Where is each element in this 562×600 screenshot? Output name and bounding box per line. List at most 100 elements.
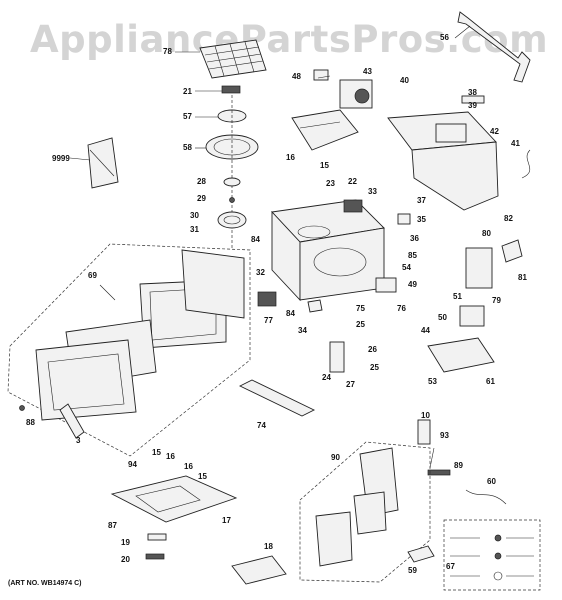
callout-78: 78 xyxy=(163,47,172,56)
callout-30: 30 xyxy=(190,211,199,220)
callout-16: 16 xyxy=(286,153,295,162)
callout-25: 25 xyxy=(356,320,365,329)
callout-16b: 16 xyxy=(166,452,175,461)
callout-33: 33 xyxy=(368,187,377,196)
callout-48: 48 xyxy=(292,72,301,81)
part-18-filter[interactable] xyxy=(231,555,287,585)
callout-90: 90 xyxy=(331,453,340,462)
part-77[interactable] xyxy=(257,291,277,307)
callout-10: 10 xyxy=(421,411,430,420)
part-9999-manual[interactable] xyxy=(87,137,119,189)
callout-15: 15 xyxy=(320,161,329,170)
callout-56: 56 xyxy=(440,33,449,42)
part-51[interactable] xyxy=(459,305,485,327)
callout-84: 84 xyxy=(251,235,260,244)
part-19[interactable] xyxy=(147,533,167,541)
part-20[interactable] xyxy=(145,553,165,560)
part-38[interactable] xyxy=(461,95,485,104)
part-motor-housing[interactable] xyxy=(291,109,359,151)
callout-74: 74 xyxy=(257,421,266,430)
callout-16c: 16 xyxy=(184,462,193,471)
watermark: AppliancePartsPros.com xyxy=(30,18,549,61)
callout-49: 49 xyxy=(408,280,417,289)
callout-67: 67 xyxy=(446,562,455,571)
part-34[interactable] xyxy=(307,299,323,313)
part-79-interlock[interactable] xyxy=(465,247,493,289)
callout-24: 24 xyxy=(322,373,331,382)
part-49[interactable] xyxy=(375,277,397,293)
callout-43: 43 xyxy=(363,67,372,76)
callout-87: 87 xyxy=(108,521,117,530)
callout-34: 34 xyxy=(298,326,307,335)
part-3-handle[interactable] xyxy=(59,403,85,439)
callout-80: 80 xyxy=(482,229,491,238)
callout-60: 60 xyxy=(487,477,496,486)
callout-26: 26 xyxy=(368,345,377,354)
callout-15c: 15 xyxy=(198,472,207,481)
callout-79: 79 xyxy=(492,296,501,305)
callout-58: 58 xyxy=(183,143,192,152)
callout-36: 36 xyxy=(410,234,419,243)
callout-61: 61 xyxy=(486,377,495,386)
callout-23: 23 xyxy=(326,179,335,188)
part-door-frame[interactable] xyxy=(35,249,245,421)
callout-59: 59 xyxy=(408,566,417,575)
callout-41: 41 xyxy=(511,139,520,148)
callout-94: 94 xyxy=(128,460,137,469)
part-90-control-panel[interactable] xyxy=(315,447,399,567)
part-42-cabinet[interactable] xyxy=(411,141,499,211)
callout-27: 27 xyxy=(346,380,355,389)
callout-50: 50 xyxy=(438,313,447,322)
callout-9999: 9999 xyxy=(52,154,70,163)
callout-25b: 25 xyxy=(370,363,379,372)
leader-lines xyxy=(69,25,471,301)
callout-51: 51 xyxy=(453,292,462,301)
part-10[interactable] xyxy=(417,419,431,445)
callout-21: 21 xyxy=(183,87,192,96)
part-80[interactable] xyxy=(501,239,523,263)
part-74-vent[interactable] xyxy=(238,379,316,417)
part-39[interactable] xyxy=(435,123,467,143)
part-59[interactable] xyxy=(407,545,435,563)
part-35[interactable] xyxy=(397,213,411,225)
callout-44: 44 xyxy=(421,326,430,335)
part-oven-cavity[interactable] xyxy=(271,199,385,302)
part-60-harness[interactable] xyxy=(465,489,507,505)
callout-82: 82 xyxy=(504,214,513,223)
part-89[interactable] xyxy=(427,469,451,476)
part-53-base[interactable] xyxy=(427,337,495,373)
part-41-power-cord[interactable] xyxy=(521,149,531,179)
group-69-door-outline xyxy=(7,243,251,457)
callout-19: 19 xyxy=(121,538,130,547)
part-48[interactable] xyxy=(313,69,329,81)
callout-42: 42 xyxy=(490,127,499,136)
callout-29: 29 xyxy=(197,194,206,203)
part-21[interactable] xyxy=(221,85,241,94)
callout-75: 75 xyxy=(356,304,365,313)
callout-69: 69 xyxy=(88,271,97,280)
callout-31: 31 xyxy=(190,225,199,234)
callout-28: 28 xyxy=(197,177,206,186)
callout-88: 88 xyxy=(26,418,35,427)
part-33[interactable] xyxy=(343,199,363,213)
callout-20: 20 xyxy=(121,555,130,564)
part-latch[interactable] xyxy=(329,341,345,373)
callout-81: 81 xyxy=(518,273,527,282)
callout-37: 37 xyxy=(417,196,426,205)
part-28[interactable] xyxy=(223,177,241,187)
part-67-hardware-kit[interactable] xyxy=(443,519,541,591)
part-78-rack[interactable] xyxy=(199,39,267,79)
callout-15b: 15 xyxy=(152,448,161,457)
part-30[interactable] xyxy=(217,211,247,229)
callout-53: 53 xyxy=(428,377,437,386)
callout-89: 89 xyxy=(454,461,463,470)
part-56-bracket[interactable] xyxy=(457,11,531,83)
callout-57: 57 xyxy=(183,112,192,121)
callout-77: 77 xyxy=(264,316,273,325)
part-17-bottom-plate[interactable] xyxy=(110,475,238,523)
callout-84b: 84 xyxy=(286,309,295,318)
callout-17: 17 xyxy=(222,516,231,525)
callout-93: 93 xyxy=(440,431,449,440)
